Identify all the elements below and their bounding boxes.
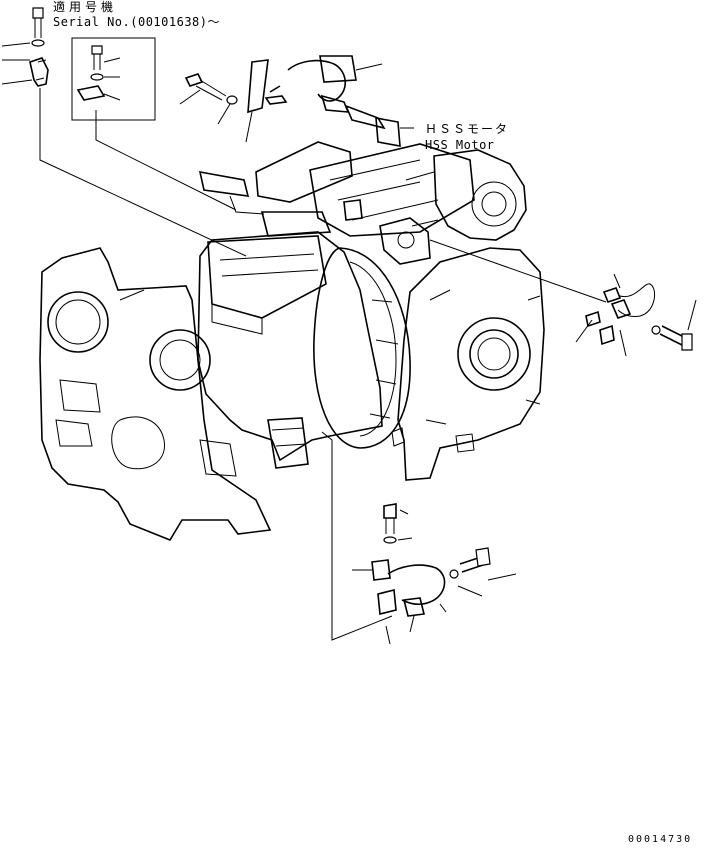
upper-left-bolt-group xyxy=(1,7,49,87)
boxed-subassembly xyxy=(71,37,156,121)
serial-label-jp: 適用号機 xyxy=(53,0,118,14)
hss-motor-label: HSS Motor xyxy=(425,138,495,152)
transmission-main-body xyxy=(39,117,545,541)
right-sensor-group xyxy=(575,273,697,357)
drawing-number: 00014730 xyxy=(628,834,693,845)
top-bolt-harness-group xyxy=(179,55,386,143)
leader-lines xyxy=(39,88,607,641)
serial-number-label: Serial No.(00101638)～ xyxy=(53,15,220,29)
lower-harness-group xyxy=(352,503,517,645)
hss-motor-label-jp: ＨＳＳモータ xyxy=(425,122,510,136)
